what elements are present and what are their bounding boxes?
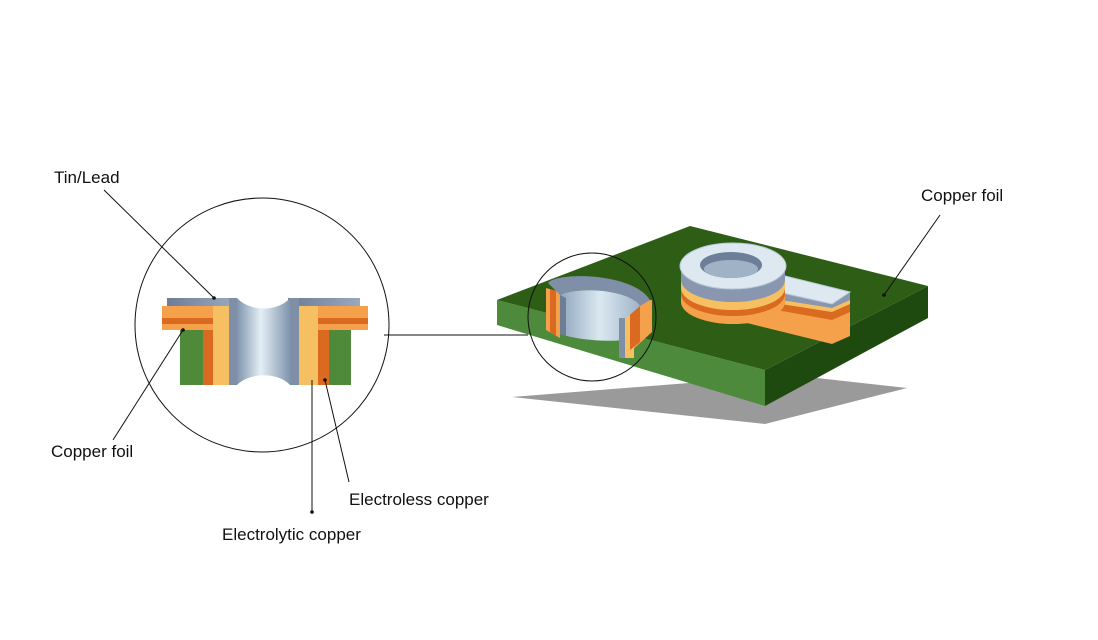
leader-copper-foil-left — [112, 329, 184, 441]
via-cutaway-3d — [546, 276, 652, 358]
electroless-left-v — [203, 318, 213, 385]
leader-copper-foil-right — [883, 214, 941, 296]
board-side-right — [765, 286, 928, 406]
tin-right-wall — [290, 298, 299, 385]
copper-pad-with-trace — [679, 242, 852, 344]
cross-section — [162, 298, 368, 385]
via-hole — [237, 298, 290, 385]
tin-right-top — [288, 298, 360, 306]
leader-dots — [181, 293, 886, 514]
leader-tin-lead — [103, 189, 215, 299]
electrolytic-left-v — [213, 306, 230, 385]
tin-left-top — [167, 298, 233, 306]
substrate-right — [329, 330, 351, 385]
electroless-left-h — [162, 318, 213, 324]
electroless-right-h — [318, 318, 368, 324]
substrate-left — [180, 330, 204, 385]
label-copper-foil-right: Copper foil — [921, 186, 1004, 205]
electroless-right-v — [318, 318, 329, 385]
leader-electroless — [324, 379, 350, 483]
tin-left-wall — [229, 298, 237, 385]
label-electroless-copper: Electroless copper — [349, 490, 489, 509]
label-tin-lead: Tin/Lead — [54, 168, 120, 187]
board-shadow — [512, 375, 907, 424]
zoom-circle — [134, 197, 390, 453]
electrolytic-right-v — [299, 306, 318, 385]
label-copper-foil-left: Copper foil — [51, 442, 134, 461]
highlight-circle — [527, 252, 657, 382]
label-electrolytic-copper: Electrolytic copper — [222, 525, 361, 544]
leader-lines — [103, 189, 941, 512]
